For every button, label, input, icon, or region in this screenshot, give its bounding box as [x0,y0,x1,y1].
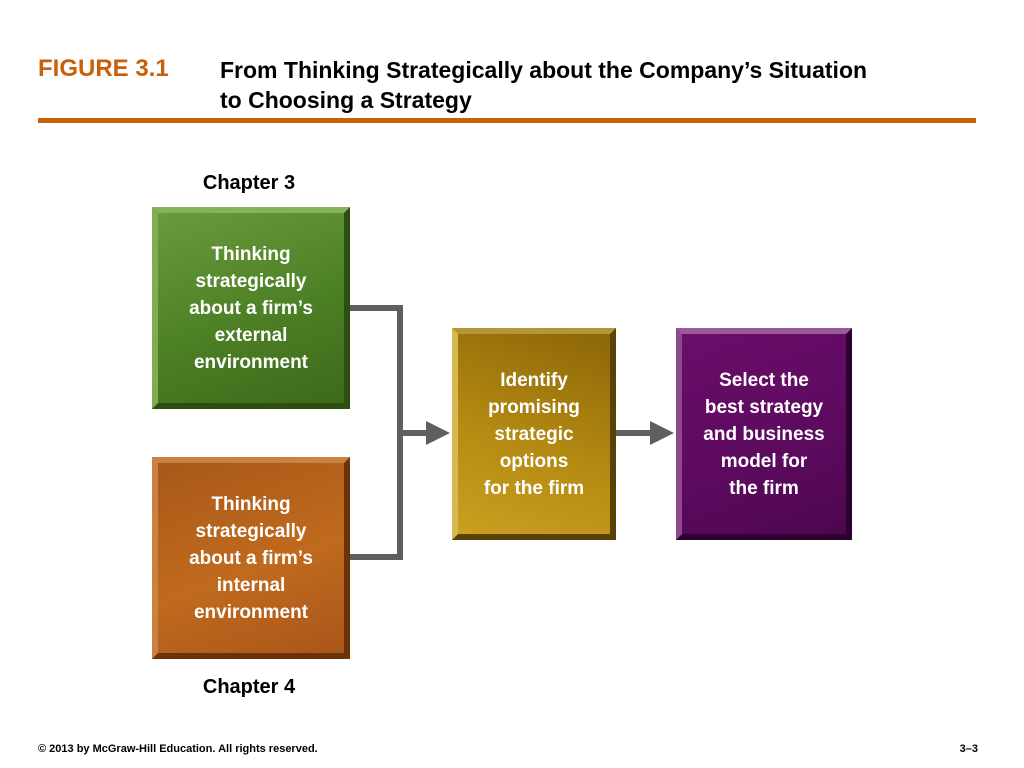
external-environment-box: Thinking strategically about a firm’s ex… [152,207,350,409]
internal-environment-text: Thinking strategically about a firm’s in… [189,493,313,623]
external-environment-text: Thinking strategically about a firm’s ex… [189,243,313,373]
select-strategy-text: Select the best strategy and business mo… [703,369,825,499]
figure-title: From Thinking Strategically about the Co… [220,55,980,115]
identify-options-text: Identify promising strategic options for… [483,369,585,499]
chapter-3-label: Chapter 3 [202,172,296,194]
title-divider [38,118,976,123]
internal-to-merge-connector [350,433,403,560]
external-to-merge-connector [350,305,403,433]
copyright-notice: © 2013 by McGraw-Hill Education. All rig… [38,743,318,755]
page-number: 3–3 [959,743,978,755]
identify-options-box: Identify promising strategic options for… [452,328,616,540]
figure-label: FIGURE 3.1 [38,55,169,82]
select-strategy-box: Select the best strategy and business mo… [676,328,852,540]
figure-title-line-1: From Thinking Strategically about the Co… [220,57,868,83]
chapter-4-label: Chapter 4 [202,676,296,698]
internal-environment-box: Thinking strategically about a firm’s in… [152,457,350,659]
figure-title-line-2: to Choosing a Strategy [220,87,472,113]
